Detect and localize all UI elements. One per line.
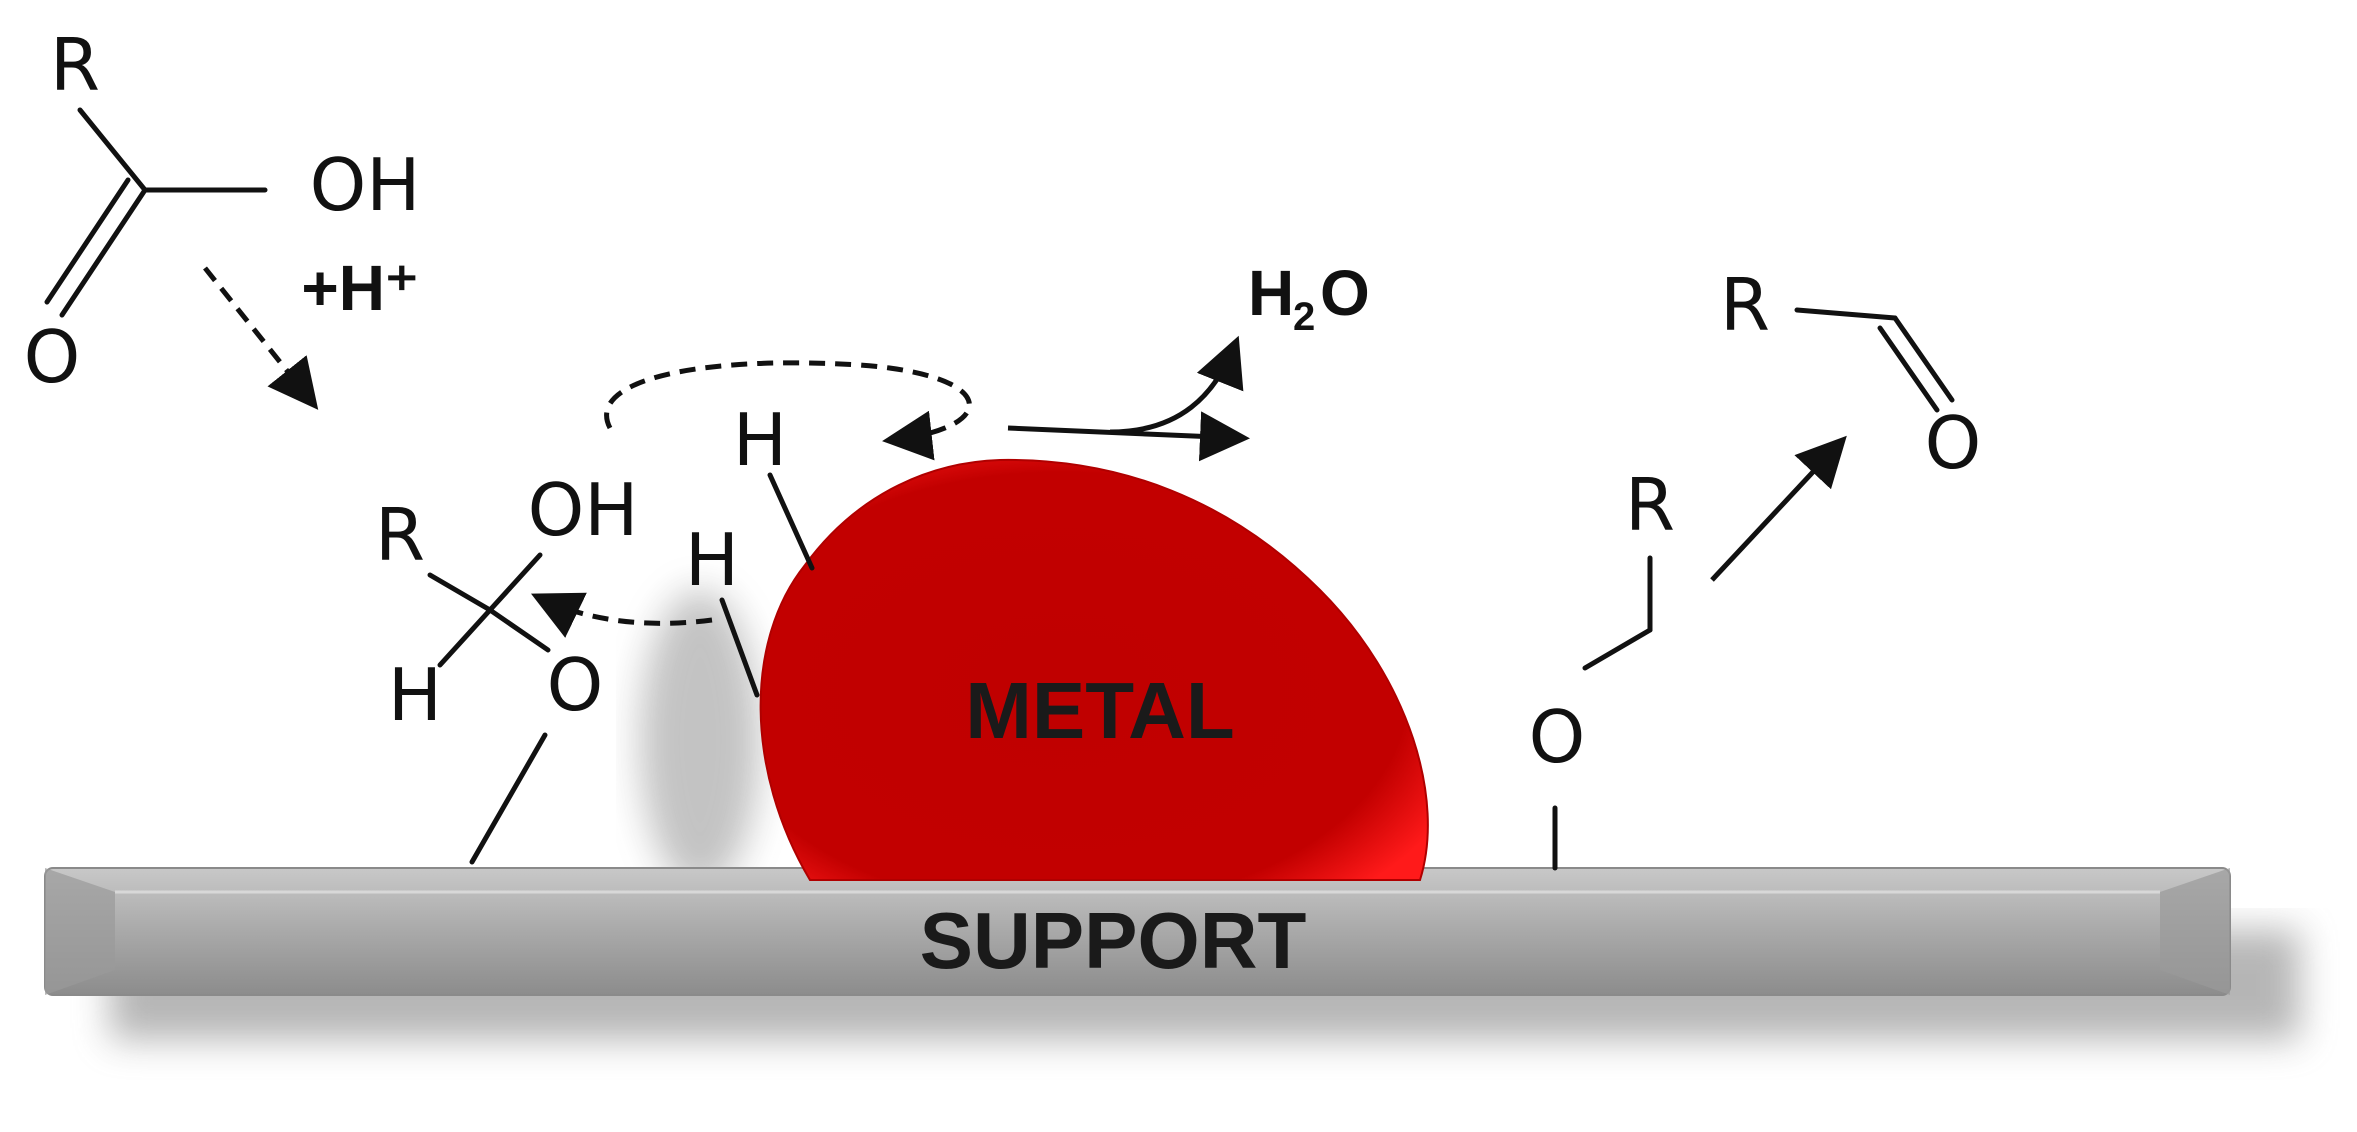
oh-removal-loop-arrow xyxy=(604,360,972,461)
metal-hydrides: H H xyxy=(685,398,815,698)
hydride-transfer-arrow xyxy=(530,592,713,638)
water-release-arrow xyxy=(1109,335,1244,435)
desorption-arrow xyxy=(1710,435,1847,582)
hydride-h1: H xyxy=(733,398,787,482)
aldehyde-product: R O xyxy=(1720,263,1981,485)
support-label: SUPPORT xyxy=(920,896,1307,985)
water-h: H xyxy=(1248,257,1294,329)
aldehyde-o: O xyxy=(1925,401,1982,485)
acid-oh: OH xyxy=(310,143,421,227)
hydride-h2: H xyxy=(685,518,739,602)
carboxylic-acid: R OH O xyxy=(24,23,421,399)
aldehyde-r: R xyxy=(1720,263,1770,347)
intermediate-r: R xyxy=(375,493,425,577)
adsorbed-intermediate: R OH H O xyxy=(375,468,639,865)
adsorbed-alkoxide: R O xyxy=(1529,463,1675,871)
water-label: H 2 O xyxy=(1248,257,1370,339)
intermediate-oh: OH xyxy=(528,468,639,552)
support-bar: SUPPORT xyxy=(44,867,2231,996)
acid-adsorption-arrow xyxy=(203,266,319,410)
metal-shadow xyxy=(640,590,760,890)
water-sub: 2 xyxy=(1293,295,1315,339)
water-o: O xyxy=(1320,257,1370,329)
intermediate-o: O xyxy=(547,643,604,727)
alkoxide-o: O xyxy=(1529,695,1586,779)
acid-r: R xyxy=(50,23,100,107)
metal-label: METAL xyxy=(965,666,1235,755)
intermediate-h: H xyxy=(388,653,442,737)
acid-o: O xyxy=(24,315,81,399)
metal-particle: METAL xyxy=(759,458,1429,881)
alkoxide-r: R xyxy=(1625,463,1675,547)
proton-label: +H⁺ xyxy=(301,252,418,324)
